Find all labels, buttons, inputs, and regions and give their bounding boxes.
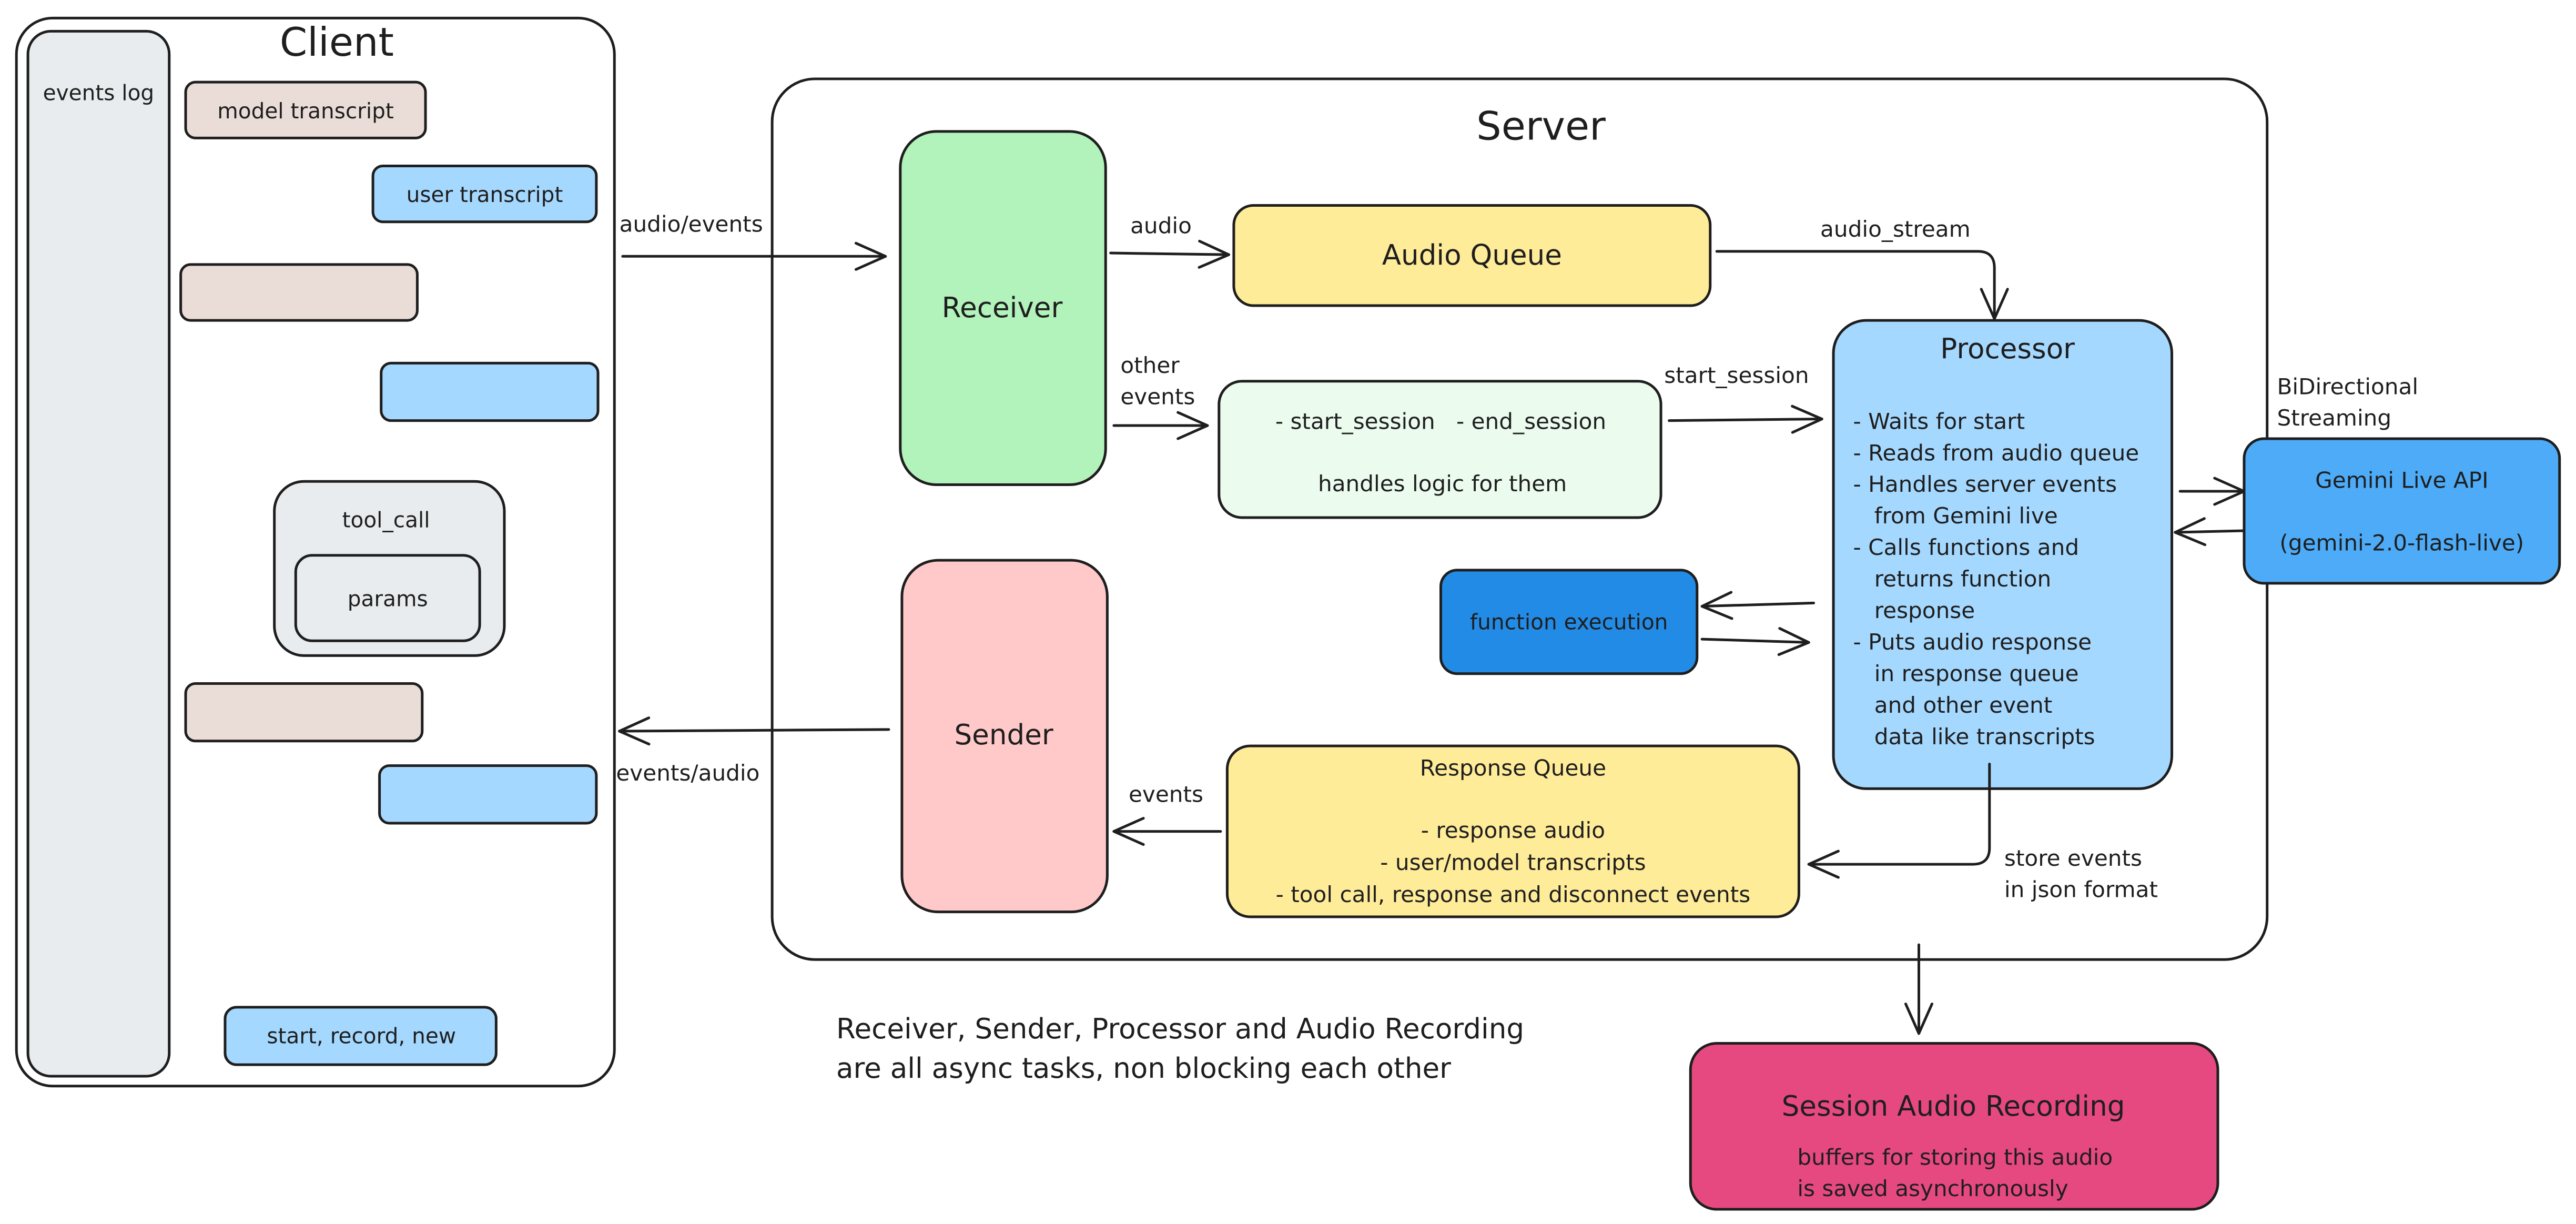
processor-description-line: from Gemini live <box>1853 503 2058 529</box>
receiver-label: Receiver <box>942 291 1063 324</box>
processor-node: Processor - Waits for start - Reads from … <box>1832 319 2174 790</box>
session-audio-recording-node: Session Audio Recording buffers for stor… <box>1689 1042 2219 1211</box>
processor-description: - Waits for start - Reads from audio queu… <box>1853 408 2139 750</box>
store-events-label-line2: in json format <box>2004 877 2158 903</box>
audio-queue-label: Audio Queue <box>1382 239 1562 271</box>
processor-description-line: response <box>1853 598 1975 623</box>
processor-description-line: in response queue <box>1853 661 2079 686</box>
receiver-to-audio-queue-arrow <box>1109 239 1231 269</box>
processor-description-line: - Calls functions and <box>1853 534 2080 560</box>
tool-call-label: tool_call <box>342 508 430 533</box>
function-execution-label: function execution <box>1470 609 1668 634</box>
gemini-to-processor-arrow <box>2174 517 2246 547</box>
events-log-column: events log <box>26 29 171 1078</box>
receiver-node: Receiver <box>899 130 1107 486</box>
response-queue-line: - user/model transcripts <box>1380 849 1646 875</box>
user-transcript-label: user transcript <box>407 182 563 207</box>
recording-line1: buffers for storing this audio <box>1797 1145 2113 1170</box>
response-queue-node: Response Queue - response audio - user/mo… <box>1225 744 1800 918</box>
sender-to-client-arrow <box>618 716 890 746</box>
user-transcript-bubble: user transcript <box>371 164 598 224</box>
session-events-line2: handles logic for them <box>1318 471 1567 497</box>
model-transcript-bubble: model transcript <box>184 80 427 139</box>
recording-line2: is saved asynchronously <box>1797 1176 2068 1201</box>
async-note-line2: are all async tasks, non blocking each o… <box>836 1052 1451 1085</box>
audio-events-label: audio/events <box>620 211 763 237</box>
processor-description-line: - Puts audio response <box>1853 629 2092 655</box>
processor-description-line: data like transcripts <box>1853 724 2095 750</box>
store-events-label-line1: store events <box>2004 845 2142 871</box>
processor-description-line: returns function <box>1853 566 2052 592</box>
audio-label: audio <box>1130 213 1192 239</box>
start-record-new-label: start, record, new <box>267 1024 456 1049</box>
events-audio-label: events/audio <box>616 760 759 786</box>
model-transcript-bubble <box>184 682 424 743</box>
other-events-label-line1: other <box>1120 352 1180 378</box>
model-transcript-bubble <box>179 263 419 322</box>
processor-description-line: - Handles server events <box>1853 471 2117 497</box>
processor-description-line: and other event <box>1853 692 2053 718</box>
gemini-live-api-node: Gemini Live API (gemini-2.0-flash-live) <box>2243 437 2561 585</box>
recording-title: Session Audio Recording <box>1782 1090 2125 1122</box>
events-label: events <box>1129 781 1203 807</box>
start-record-new-button[interactable]: start, record, new <box>224 1006 498 1066</box>
server-title: Server <box>1476 103 1606 149</box>
events-log-label: events log <box>43 80 155 106</box>
sender-label: Sender <box>954 719 1053 751</box>
audio-stream-label: audio_stream <box>1820 216 1971 242</box>
client-title: Client <box>280 19 394 65</box>
other-events-label-line2: events <box>1120 383 1195 409</box>
bidirectional-label-line1: BiDirectional <box>2277 374 2418 400</box>
async-note-line1: Receiver, Sender, Processor and Audio Re… <box>836 1013 1524 1045</box>
session-events-line1: - start_session - end_session <box>1275 408 1606 434</box>
sender-node: Sender <box>900 559 1109 914</box>
gemini-name: Gemini Live API <box>2315 468 2488 493</box>
client-panel: Client events log model transcript user … <box>15 16 616 1088</box>
response-queue-contents: - response audio - user/model transcripts… <box>1276 817 1751 907</box>
response-queue-line: - response audio <box>1421 817 1605 843</box>
session-events-to-processor-arrow <box>1668 404 1823 434</box>
model-transcript-label: model transcript <box>217 98 394 124</box>
server-panel: Server Receiver Sender Audio Queue - sta… <box>770 77 2269 961</box>
processor-to-response-queue-arrow <box>1807 763 1991 879</box>
session-events-node: - start_session - end_session handles lo… <box>1218 380 1662 519</box>
tool-call-card: tool_call params <box>273 480 506 657</box>
function-execution-node: function execution <box>1439 569 1699 675</box>
start-session-label: start_session <box>1664 362 1809 388</box>
gemini-model: (gemini-2.0-flash-live) <box>2279 530 2524 555</box>
response-queue-title: Response Queue <box>1420 755 1606 781</box>
params-label: params <box>348 586 428 612</box>
audio-queue-node: Audio Queue <box>1232 204 1712 307</box>
user-transcript-bubble <box>380 361 600 422</box>
audio-queue-to-processor-arrow <box>1715 250 2009 320</box>
bidirectional-label-line2: Streaming <box>2277 405 2391 431</box>
processor-title: Processor <box>1940 332 2075 365</box>
response-queue-line: - tool call, response and disconnect eve… <box>1276 882 1751 907</box>
user-transcript-bubble <box>378 764 598 825</box>
processor-description-line: - Reads from audio queue <box>1853 440 2139 466</box>
function-execution-to-processor-arrow <box>1700 627 1810 656</box>
processor-description-line: - Waits for start <box>1853 408 2025 434</box>
processor-to-function-execution-arrow <box>1700 591 1816 620</box>
